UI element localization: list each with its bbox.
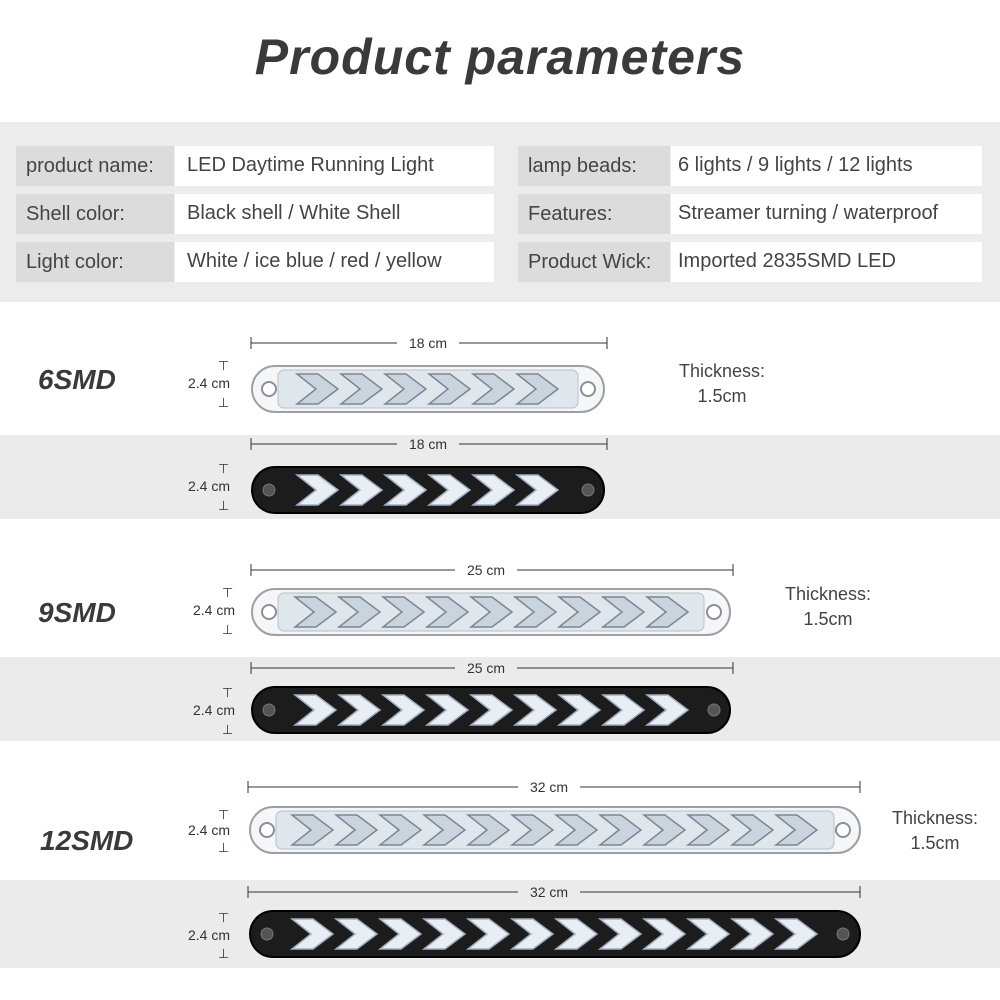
height-tick-top: ⊤ [218, 910, 230, 925]
height-label: 2.4 cm [188, 478, 231, 494]
height-tick-bottom: ⊥ [222, 622, 234, 637]
spec-value: White / ice blue / red / yellow [175, 242, 494, 282]
spec-label: product name: [16, 146, 174, 186]
dimension-line: 18 cm [250, 334, 608, 352]
height-tick-bottom: ⊥ [218, 395, 230, 410]
length-label: 18 cm [409, 436, 447, 452]
spec-value: 6 lights / 9 lights / 12 lights [671, 146, 982, 186]
model-12smd-black-section: 32 cm ⊤ 2.4 cm ⊥ [0, 880, 1000, 968]
model-name: 9SMD [38, 597, 116, 628]
spec-row-product-name: product name: LED Daytime Running Light [16, 146, 494, 186]
spec-row-product-wick: Product Wick: Imported 2835SMD LED [518, 242, 982, 282]
thickness-value: 1.5cm [697, 386, 747, 406]
dimension-line: 25 cm [250, 659, 734, 677]
dimension-line: 32 cm [247, 778, 861, 796]
height-tick-top: ⊤ [222, 585, 234, 600]
spec-value: Streamer turning / waterproof [671, 194, 982, 234]
thickness-label: Thickness: [891, 808, 979, 828]
model-12smd-white-section: 12SMD 32 cm ⊤ 2.4 cm ⊥ Thickness: [0, 741, 1000, 880]
spec-label: Shell color: [16, 194, 174, 234]
thickness-info: Thickness: 1.5cm [662, 359, 782, 409]
spec-label: Features: [518, 194, 670, 234]
length-label: 32 cm [530, 884, 568, 900]
model-name: 12SMD [40, 825, 134, 856]
height-label: 2.4 cm [193, 702, 236, 718]
model-6smd-white-section: 6SMD 18 cm ⊤ 2.4 cm ⊥ Thickness: 1.5cm [0, 302, 1000, 435]
spec-value: Imported 2835SMD LED [671, 242, 982, 282]
dimension-line: 32 cm [247, 883, 861, 901]
model-9smd-white-section: 9SMD 25 cm ⊤ 2.4 cm ⊥ Thickness: 1.5cm [0, 519, 1000, 657]
thickness-info: Thickness: 1.5cm [875, 806, 995, 856]
thickness-value: 1.5cm [910, 833, 960, 853]
thickness-label: Thickness: [784, 584, 872, 604]
spec-row-light-color: Light color: White / ice blue / red / ye… [16, 242, 494, 282]
length-label: 18 cm [409, 335, 447, 351]
spec-label: Light color: [16, 242, 174, 282]
led-strip-white-6 [251, 365, 605, 413]
height-label: 2.4 cm [188, 822, 231, 838]
led-strip-black-6 [251, 466, 605, 514]
spec-label: Product Wick: [518, 242, 670, 282]
model-9smd-black-section: 25 cm ⊤ 2.4 cm ⊥ [0, 657, 1000, 741]
led-strip-white-9 [251, 588, 731, 636]
dimension-line: 18 cm [250, 435, 608, 453]
spec-label: lamp beads: [518, 146, 670, 186]
height-tick-bottom: ⊥ [218, 498, 230, 513]
spec-row-lamp-beads: lamp beads: 6 lights / 9 lights / 12 lig… [518, 146, 982, 186]
spec-value: LED Daytime Running Light [175, 146, 494, 186]
height-label: 2.4 cm [193, 602, 236, 618]
led-strip-white-12 [249, 806, 861, 854]
height-tick-top: ⊤ [218, 807, 230, 822]
height-tick-top: ⊤ [218, 461, 230, 476]
page-title: Product parameters [254, 29, 746, 85]
height-label: 2.4 cm [188, 927, 231, 943]
model-6smd-black-section: 18 cm ⊤ 2.4 cm ⊥ [0, 435, 1000, 519]
spec-panel: product name: LED Daytime Running Light … [0, 122, 1000, 302]
thickness-value: 1.5cm [803, 609, 853, 629]
length-label: 32 cm [530, 779, 568, 795]
height-tick-top: ⊤ [222, 685, 234, 700]
length-label: 25 cm [467, 562, 505, 578]
height-tick-bottom: ⊥ [218, 840, 230, 855]
model-name: 6SMD [38, 364, 116, 395]
height-label: 2.4 cm [188, 375, 231, 391]
height-tick-bottom: ⊥ [218, 946, 230, 961]
spec-row-shell-color: Shell color: Black shell / White Shell [16, 194, 494, 234]
height-tick-top: ⊤ [218, 358, 230, 373]
spec-row-features: Features: Streamer turning / waterproof [518, 194, 982, 234]
height-tick-bottom: ⊥ [222, 722, 234, 737]
spec-value: Black shell / White Shell [175, 194, 494, 234]
dimension-line: 25 cm [250, 561, 734, 579]
length-label: 25 cm [467, 660, 505, 676]
led-strip-black-12 [249, 910, 861, 958]
led-strip-black-9 [251, 686, 731, 734]
thickness-info: Thickness: 1.5cm [768, 582, 888, 632]
thickness-label: Thickness: [678, 361, 766, 381]
